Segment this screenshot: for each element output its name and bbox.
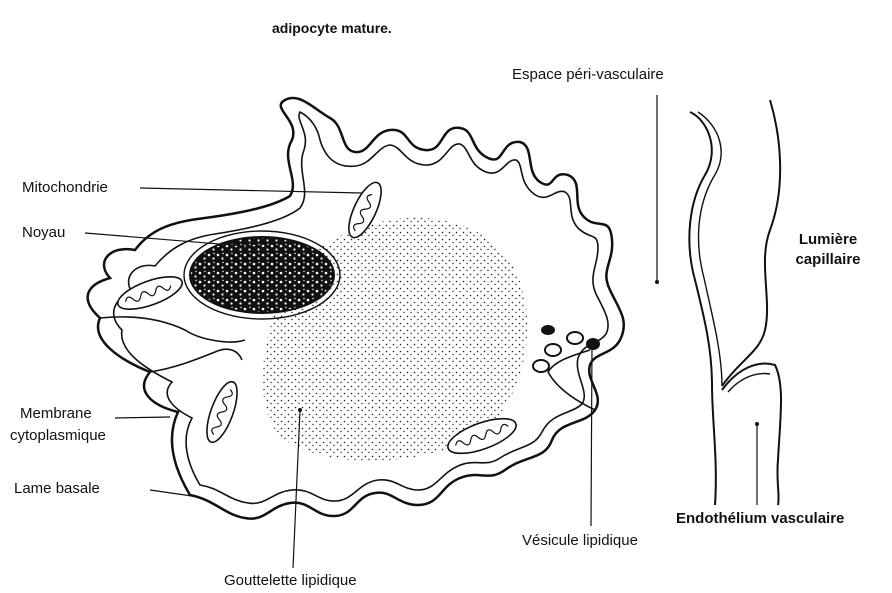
leader-dot — [298, 408, 302, 412]
capillary-wall-left-inner — [698, 112, 722, 386]
label-vesicule-lipidique: Vésicule lipidique — [522, 532, 638, 550]
lipid-vesicle — [541, 325, 555, 335]
label-membrane: Membrane — [20, 405, 92, 423]
nucleus — [190, 237, 334, 313]
leader-membrane — [115, 417, 170, 418]
capillary-wall-right — [722, 100, 780, 386]
capillary-wall-right-lower — [722, 364, 781, 505]
label-lumiere: Lumière — [786, 231, 870, 249]
leader-vesicule — [591, 346, 592, 526]
label-cytoplasmique: cytoplasmique — [10, 427, 106, 445]
diagram-title: adipocyte mature. — [272, 19, 392, 37]
label-endothelium-vasculaire: Endothélium vasculaire — [676, 510, 844, 528]
leader-dot — [755, 422, 759, 426]
label-capillaire: capillaire — [776, 251, 880, 269]
label-gouttelette-lipidique: Gouttelette lipidique — [224, 572, 357, 590]
leader-dot — [655, 280, 659, 284]
lipid-vesicle — [533, 360, 549, 372]
lipid-vesicle — [567, 332, 583, 344]
label-noyau: Noyau — [22, 224, 65, 242]
capillary-wall-left — [689, 112, 715, 505]
label-mitochondrie: Mitochondrie — [22, 179, 108, 197]
lipid-vesicle — [545, 344, 561, 356]
leader-lame — [150, 490, 192, 496]
label-lame-basale: Lame basale — [14, 480, 100, 498]
lipid-vesicle — [586, 338, 600, 350]
label-espace-peri-vasculaire: Espace péri-vasculaire — [512, 66, 664, 84]
